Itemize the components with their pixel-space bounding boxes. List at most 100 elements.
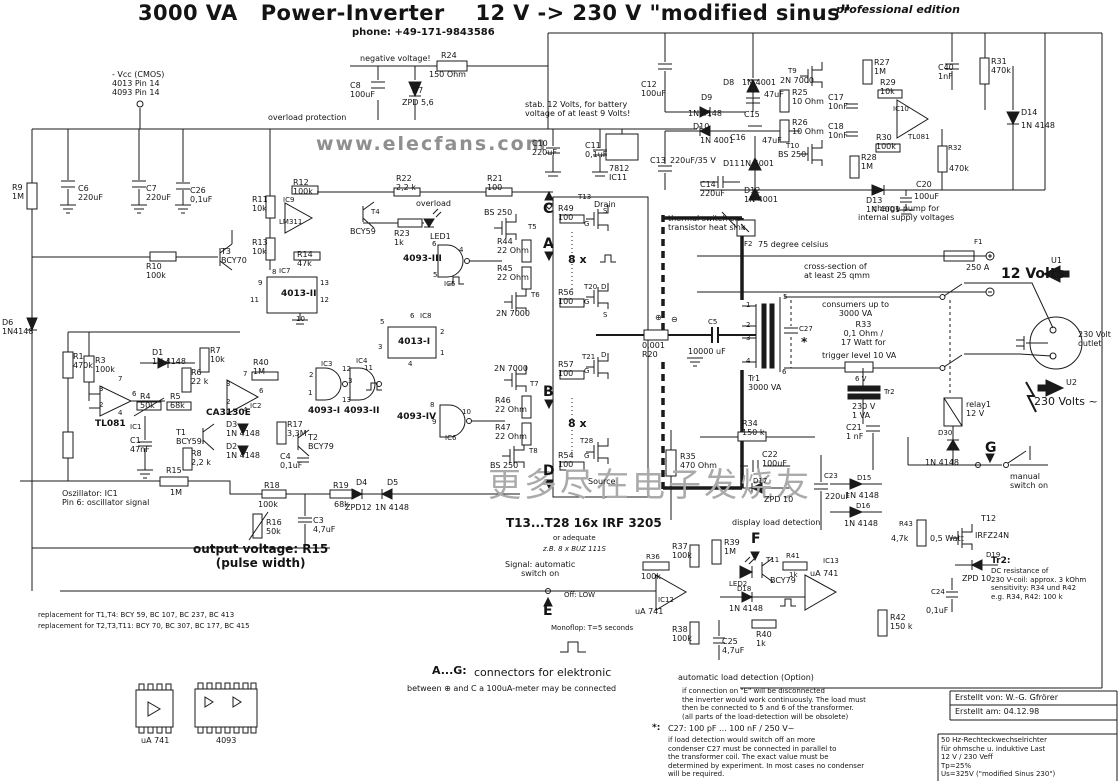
schematic-label: T6 [531, 291, 540, 299]
schematic-label: C6 220uF [78, 184, 103, 203]
schematic-label: C4 0,1uF [280, 452, 303, 471]
schematic-label: T21 [582, 353, 596, 361]
schematic-label: B [543, 384, 554, 400]
schematic-label: C13 [650, 156, 666, 165]
schematic-label: C27 [799, 325, 813, 333]
schematic-label: R32 [948, 144, 962, 152]
schematic-label: 250 A [966, 263, 990, 272]
schematic-label: 1N 4148 [925, 458, 959, 467]
schematic-label: ⊖ [671, 315, 678, 324]
schematic-label: R18 [264, 481, 280, 490]
schematic-label: 7 [243, 370, 248, 378]
schematic-label: automatic load detection (Option) [678, 673, 814, 682]
schematic-label: 7812 IC11 [609, 164, 630, 183]
schematic-label: IC5 [444, 280, 456, 288]
schematic-label: T5 [528, 223, 537, 231]
schematic-label: T4 [371, 208, 380, 216]
schematic-label: 6 [782, 368, 787, 376]
schematic-label: R24 [441, 51, 457, 60]
schematic-label: 2 [99, 401, 104, 409]
schematic-label: R42 150 k [890, 613, 913, 632]
schematic-label: T11 [766, 556, 780, 564]
schematic-label: 2 [309, 371, 314, 379]
schematic-label: C5 [708, 318, 718, 326]
schematic-label: D3 1N 4148 [226, 420, 260, 439]
schematic-label: S [603, 207, 608, 215]
schematic-label: D11 [723, 159, 740, 168]
schematic-label: U1 [1051, 256, 1062, 265]
watermark-en: www.elecfans.com [316, 133, 548, 155]
schematic-label: T13 [578, 193, 592, 201]
schematic-label: 4093 [216, 736, 237, 745]
schematic-label: R38 100k [672, 625, 692, 644]
schematic-label: R31 470k [991, 57, 1011, 76]
schematic-label: 12 Volts [1001, 266, 1065, 282]
schematic-label: 100k [641, 572, 661, 581]
schematic-label: 2 [440, 328, 445, 336]
schematic-label: manual switch on [1010, 472, 1049, 491]
schematic-label: 470k [949, 164, 969, 173]
schematic-label: T13...T28 16x IRF 3205 [506, 516, 662, 530]
schematic-label: C [543, 201, 554, 217]
schematic-label: 6 [432, 240, 437, 248]
schematic-label: 12 [342, 365, 351, 373]
schematic-label: 230 V 1 VA [852, 402, 876, 421]
schematic-label: C8 100uF [350, 81, 375, 100]
schematic-label: 5 [783, 293, 788, 301]
schematic-label: CA3130E [206, 408, 251, 418]
schematic-label: ZPD 10 [962, 574, 992, 583]
schematic-label: C7 220uF [146, 184, 171, 203]
schematic-label: 100k [258, 500, 278, 509]
schematic-label: T2 BCY79 [308, 433, 334, 452]
schematic-label: overload [416, 199, 451, 208]
schematic-label: BS 250 [490, 461, 519, 470]
schematic-label: T20 [584, 283, 598, 291]
schematic-label: 3 [348, 377, 353, 385]
schematic-label: 1 [308, 389, 313, 397]
schematic-label: R49 100 [558, 204, 574, 223]
schematic-label: D5 [387, 478, 399, 487]
schematic-label: 9 [258, 279, 263, 287]
schematic-label: relay1 12 V [966, 400, 991, 419]
schematic-label: C10 220uF [532, 139, 557, 158]
schematic-label: 13 [342, 396, 351, 404]
schematic-label: R26 10 Ohm [792, 118, 824, 137]
schematic-label: D8 [723, 78, 735, 87]
schematic-label: 0,001 R20 [642, 341, 665, 360]
schematic-label: C12 100uF [641, 80, 666, 99]
schematic-label: D [601, 351, 607, 359]
schematic-label: D9 [701, 93, 713, 102]
schematic-label: R14 47k [297, 250, 313, 269]
watermark-zh: 更多尽在电子发烧友 [488, 465, 812, 504]
schematic-label: F [751, 531, 761, 547]
schematic-label: 75 degree celsius [758, 240, 829, 249]
schematic-label: D6 1N4148 [2, 318, 34, 337]
schematic-label: C11 0,1uF [585, 141, 608, 160]
schematic-label: thermal switch on transistor heat sink [668, 214, 746, 233]
schematic-label: between ⊕ and C a 100uA-meter may be con… [407, 684, 617, 693]
schematic-label: 6 [259, 387, 264, 395]
schematic-label: D10 [693, 122, 710, 131]
schematic-label: G [584, 367, 590, 375]
schematic-label: 1N 4001 [700, 136, 734, 145]
schematic-label: C22 100uF [762, 450, 787, 469]
schematic-label: Drain [594, 200, 616, 209]
schematic-label: 11 [364, 364, 373, 372]
schematic-label: T8 [529, 447, 538, 455]
schematic-label: 1N 4001 [740, 159, 774, 168]
schematic-label: 3 [226, 380, 231, 388]
schematic-label: 8 [430, 401, 435, 409]
schematic-label: uA 741 [635, 607, 664, 616]
schematic-label: R34 150 k [742, 419, 765, 438]
schematic-label: R7 10k [210, 346, 225, 365]
schematic-label: 1N 4148 [1021, 121, 1055, 130]
schematic-label: IC3 [321, 360, 333, 368]
schematic-label: 3 [99, 385, 104, 393]
schematic-label: 13 [320, 279, 329, 287]
schematic-label: G [584, 452, 590, 460]
infobox-created-at: Erstellt am: 04.12.98 [955, 707, 1040, 716]
schematic-label: 4013-II [281, 289, 317, 299]
schematic-label: 8 x [568, 417, 587, 430]
schematic-label: D30 [938, 429, 953, 437]
